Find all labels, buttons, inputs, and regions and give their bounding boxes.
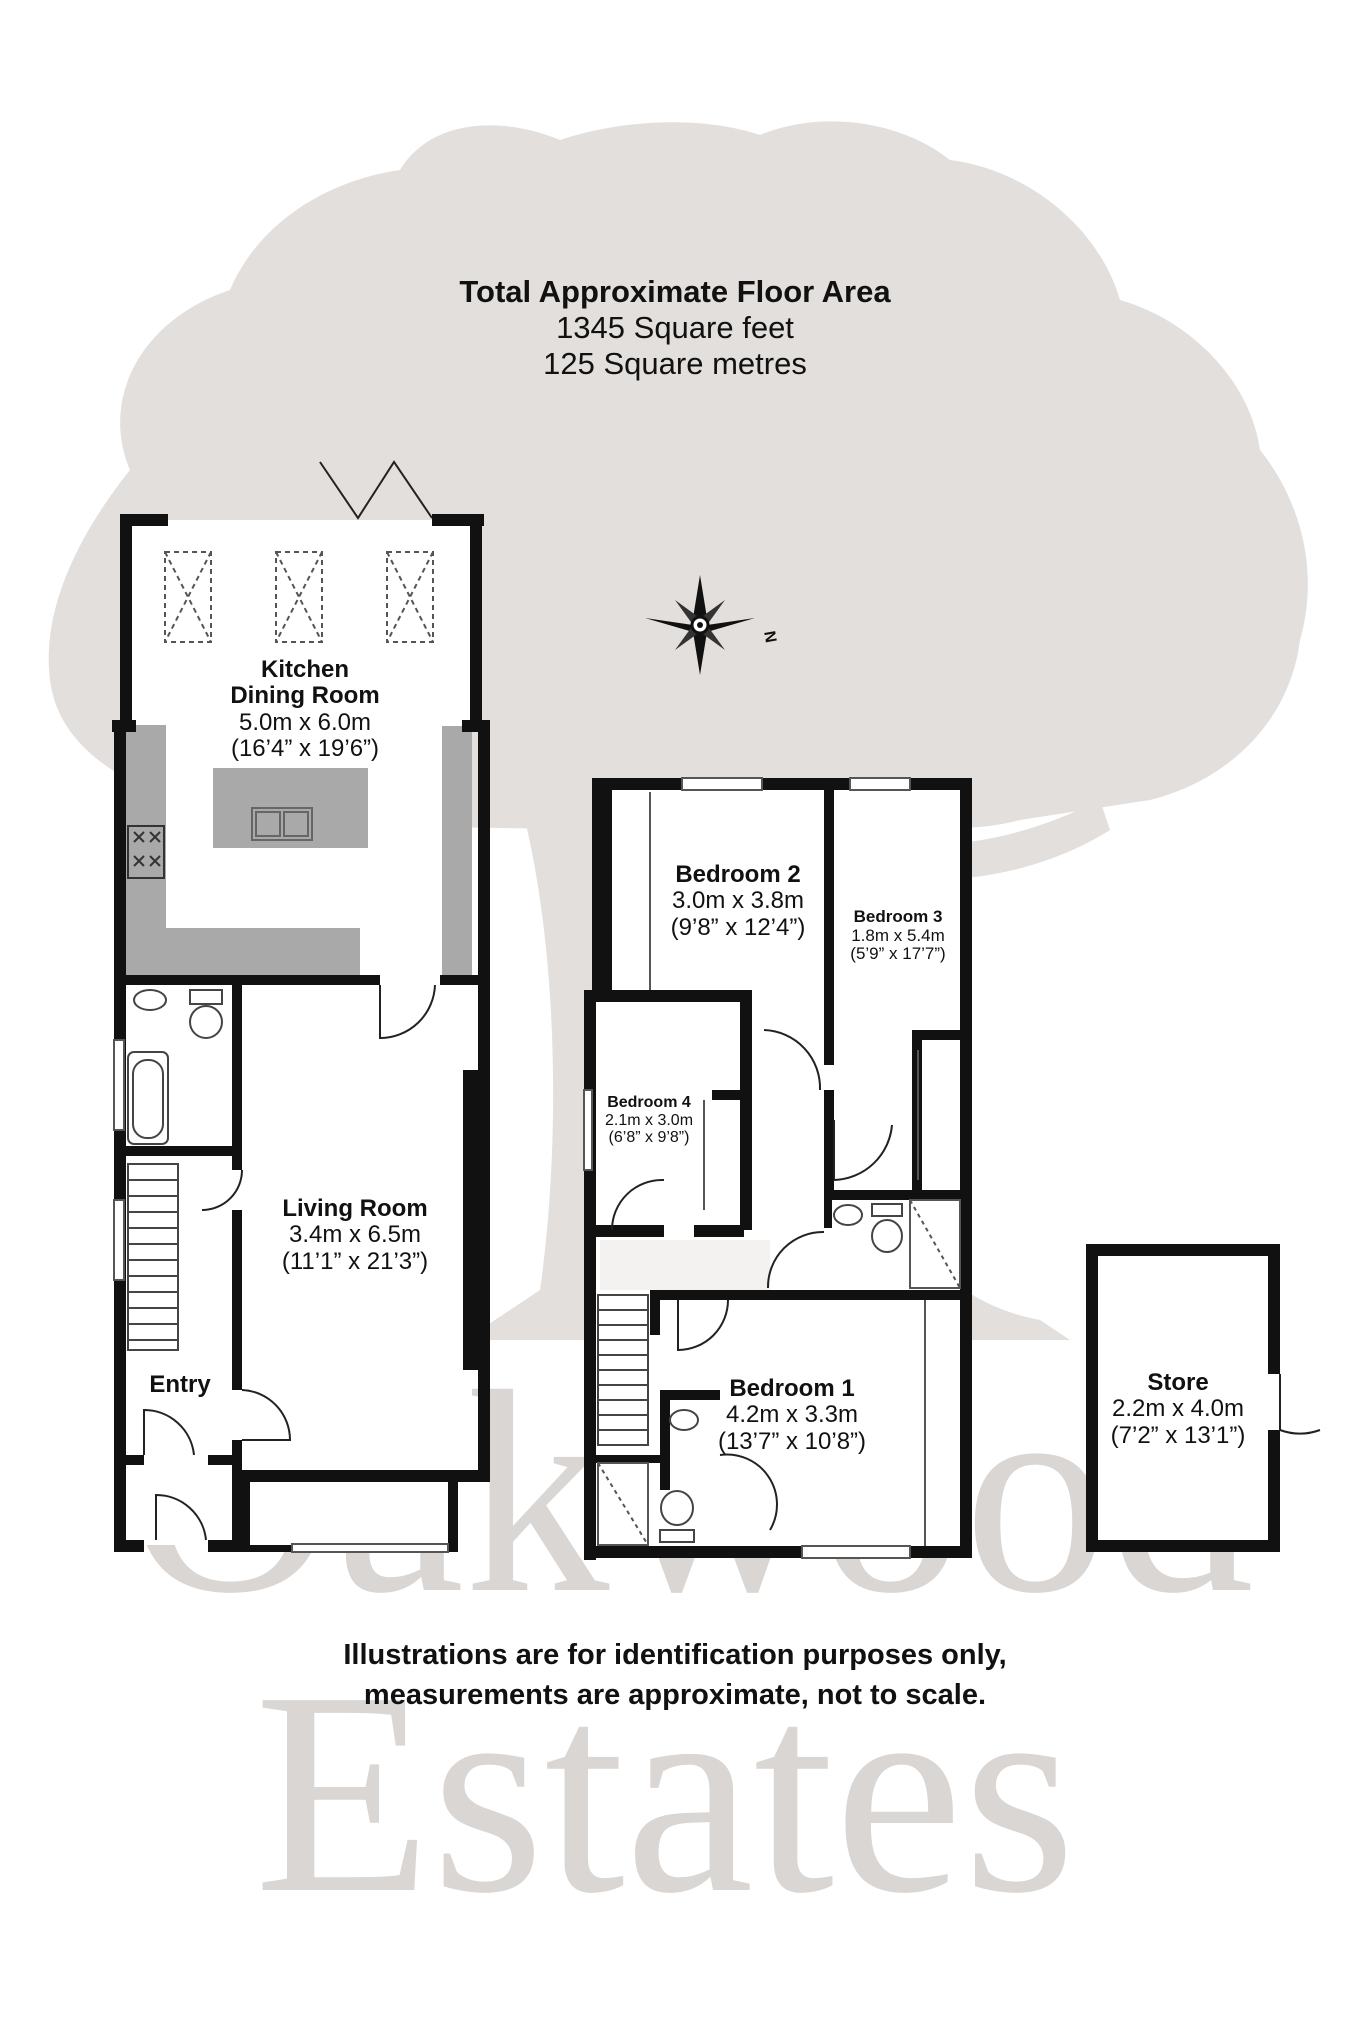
- disclaimer-line: measurements are approximate, not to sca…: [363, 1679, 987, 1711]
- room-name: Kitchen: [260, 656, 349, 683]
- door-swing: [143, 984, 436, 1541]
- shower-icon: [597, 1199, 961, 1546]
- room-name: Bedroom 4: [607, 1094, 691, 1111]
- room-label-bedroom3: Bedroom 3 1.8m x 5.4m (5’9” x 17’7”): [850, 907, 946, 964]
- hob-icon: [127, 825, 165, 879]
- wc-icon: [133, 989, 223, 1039]
- sink-icon: [251, 807, 313, 841]
- header-area-sqm: 125 Square metres: [543, 346, 807, 381]
- ground-floor-fill: [126, 520, 472, 1520]
- room-label-bedroom4: Bedroom 4 2.1m x 3.0m (6’8” x 9’8”): [605, 1094, 693, 1147]
- room-size-metric: 2.1m x 3.0m: [604, 1111, 694, 1129]
- header-area-sqft: 1345 Square feet: [556, 310, 794, 345]
- compass-rose: N: [645, 575, 779, 675]
- room-size-metric: 1.8m x 5.4m: [851, 925, 945, 945]
- wardrobe: [649, 792, 926, 1546]
- room-size-imperial: (11’1” x 21’3”): [281, 1247, 429, 1275]
- staircase: [597, 1294, 649, 1446]
- first-floor-walls: [584, 778, 972, 1560]
- wc-icon: [659, 1203, 903, 1543]
- kitchen-counter-right: [442, 726, 472, 975]
- first-floor: [583, 777, 972, 1560]
- header-title: Total Approximate Floor Area: [459, 274, 891, 309]
- first-floor-fill: [592, 785, 966, 1555]
- ground-floor-walls: [112, 514, 490, 1552]
- window: [583, 777, 911, 1559]
- room-size-imperial: (13’7” x 10’8”): [717, 1427, 867, 1455]
- room-size-imperial: (6’8” x 9’8”): [608, 1129, 690, 1147]
- room-size-metric: 4.2m x 3.3m: [725, 1401, 859, 1429]
- room-name: Bedroom 1: [729, 1375, 855, 1402]
- room-size-imperial: (5’9” x 17’7”): [850, 944, 946, 964]
- staircase: [127, 1163, 179, 1351]
- room-name: Living Room: [282, 1195, 428, 1222]
- room-label-living: Living Room 3.4m x 6.5m (11’1” x 21’3”): [281, 1195, 429, 1275]
- disclaimer-line: Illustrations are for identification pur…: [343, 1639, 1007, 1671]
- door-swing: [611, 1029, 893, 1531]
- skylight-icon: [164, 551, 434, 643]
- room-size-metric: 5.0m x 6.0m: [238, 708, 372, 736]
- room-size-metric: 3.4m x 6.5m: [288, 1221, 422, 1249]
- bifold-door: [319, 460, 433, 520]
- room-label-store: Store 2.2m x 4.0m (7’2” x 13’1”): [1110, 1369, 1246, 1449]
- room-name: Bedroom 3: [853, 907, 943, 926]
- ground-floor: [112, 460, 490, 1553]
- disclaimer: Illustrations are for identification pur…: [0, 1635, 1350, 1715]
- room-label-bedroom1: Bedroom 1 4.2m x 3.3m (13’7” x 10’8”): [717, 1375, 867, 1455]
- room-name: Entry: [149, 1371, 211, 1398]
- room-name: Bedroom 2: [675, 861, 801, 888]
- room-label-bedroom2: Bedroom 2 3.0m x 3.8m (9’8” x 12’4”): [670, 861, 806, 941]
- bath-icon: [127, 1051, 169, 1145]
- watermark-line2: Estates: [254, 1632, 1075, 1953]
- room-label-entry: Entry: [149, 1371, 211, 1398]
- window: [113, 1039, 449, 1553]
- compass-north-label: N: [760, 630, 779, 644]
- room-label-kitchen: Kitchen Dining Room 5.0m x 6.0m (16’4” x…: [230, 656, 380, 763]
- room-size-metric: 3.0m x 3.8m: [671, 887, 805, 915]
- kitchen-counter: [126, 725, 360, 975]
- room-size-imperial: (7’2” x 13’1”): [1110, 1421, 1246, 1449]
- room-size-imperial: (16’4” x 19’6”): [230, 735, 380, 763]
- room-name: Store: [1147, 1369, 1209, 1396]
- door-swing: [1279, 1374, 1321, 1435]
- room-size-metric: 2.2m x 4.0m: [1111, 1395, 1245, 1423]
- floor-area-header: Total Approximate Floor Area 1345 Square…: [0, 274, 1350, 382]
- room-name: Dining Room: [230, 682, 380, 710]
- room-size-imperial: (9’8” x 12’4”): [670, 913, 806, 941]
- store-outbuilding: [1086, 1244, 1321, 1552]
